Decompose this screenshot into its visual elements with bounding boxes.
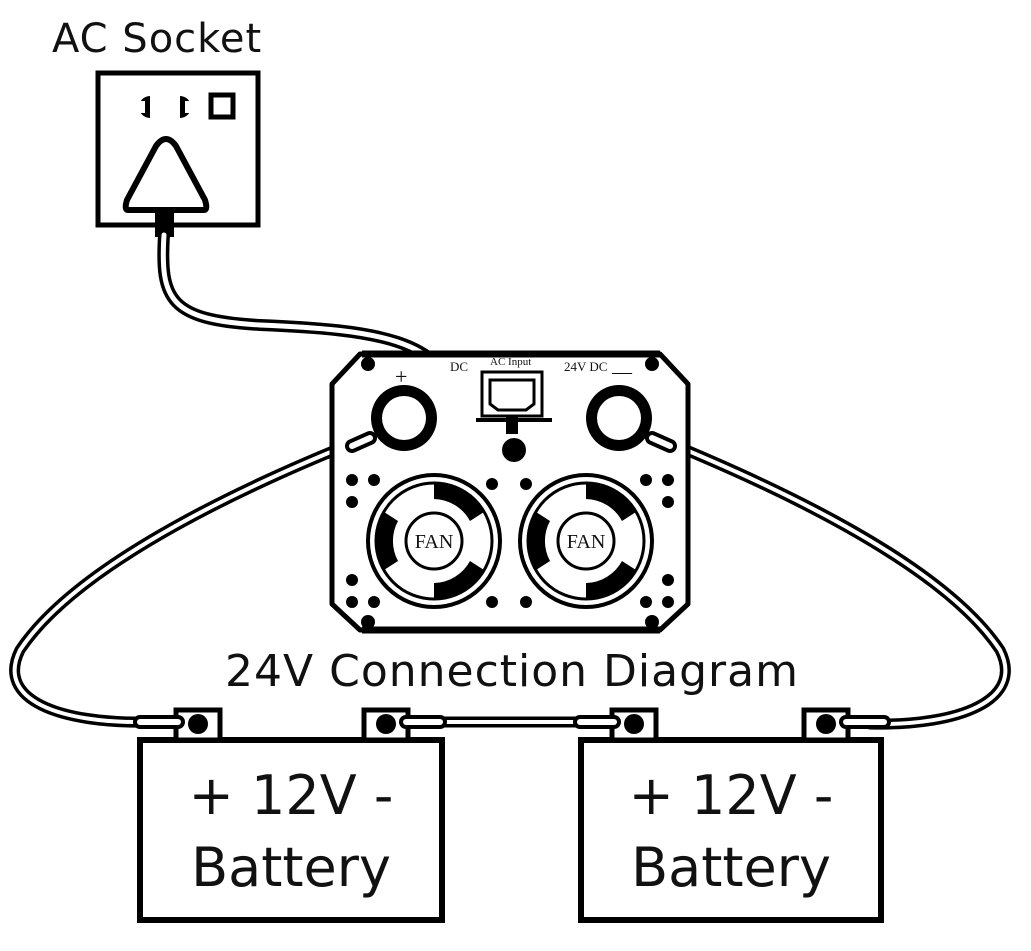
- screw: [645, 615, 659, 629]
- fan-right: FAN: [518, 473, 654, 609]
- plus-sign: +: [395, 364, 407, 389]
- battery-2: + 12V - Battery: [573, 707, 891, 923]
- screw: [361, 357, 375, 371]
- fan-left: FAN: [366, 473, 502, 609]
- dc-label-right: 24V DC: [564, 359, 607, 374]
- screw: [361, 615, 375, 629]
- socket-hole-right: [180, 96, 191, 118]
- battery-2-terminals: + 12V -: [629, 764, 834, 827]
- fan-label: FAN: [567, 531, 606, 553]
- ac-input-fuse: [502, 438, 526, 462]
- socket-title: AC Socket: [52, 16, 262, 62]
- dc-positive-terminal: [371, 385, 437, 451]
- ac-input-label: AC Input: [490, 356, 531, 368]
- ac-socket: [95, 70, 261, 237]
- socket-hole-earth: [208, 92, 236, 120]
- dc-negative-terminal: [586, 385, 652, 451]
- vent-holes: [346, 474, 674, 608]
- screw: [645, 357, 659, 371]
- socket-hole-left: [139, 96, 150, 118]
- plug: [122, 136, 210, 213]
- battery-1: + 12V - Battery: [133, 707, 447, 923]
- diagram-title: 24V Connection Diagram: [225, 646, 799, 697]
- fan-label: FAN: [415, 531, 454, 553]
- battery-1-terminals: + 12V -: [189, 764, 394, 827]
- minus-sign: —: [611, 361, 633, 383]
- battery-2-label: Battery: [631, 836, 831, 899]
- battery-1-label: Battery: [191, 836, 391, 899]
- inverter-panel: + DC AC Input 24V DC —: [329, 350, 691, 634]
- ac-input-port: [476, 370, 552, 434]
- cables: [9, 229, 1011, 730]
- dc-label-left: DC: [450, 359, 468, 374]
